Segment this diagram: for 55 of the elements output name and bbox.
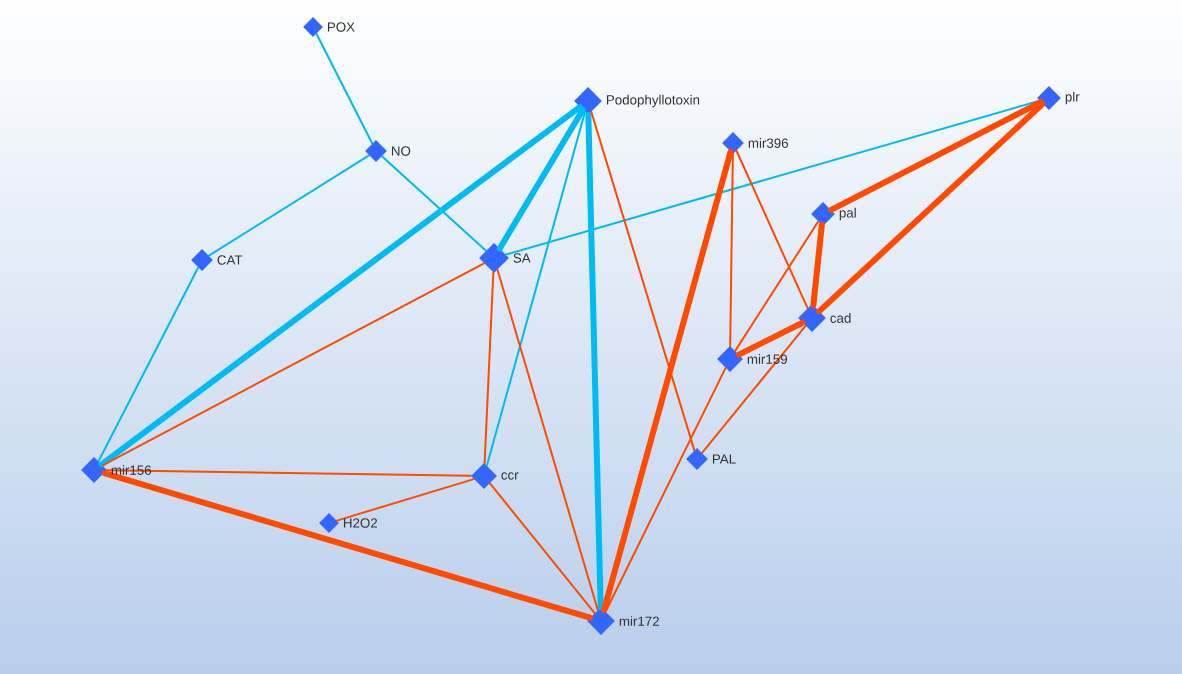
node-label: H2O2 <box>343 518 378 528</box>
network-edge <box>604 366 727 613</box>
node-label: PAL <box>712 454 736 464</box>
network-node <box>471 463 497 489</box>
network-node <box>365 140 387 162</box>
node-label: Podophyllotoxin <box>606 94 700 108</box>
network-node <box>717 346 743 372</box>
network-edge <box>601 148 734 613</box>
network-edge <box>590 110 696 452</box>
node-label: NO <box>391 146 411 156</box>
network-edge <box>828 99 1044 213</box>
network-edge <box>485 111 586 467</box>
network-edge <box>207 154 371 257</box>
node-label: ccr <box>501 472 519 480</box>
network-edge <box>735 149 809 310</box>
network-edge <box>106 469 472 477</box>
network-node <box>686 448 708 470</box>
node-label: plr <box>1065 91 1080 105</box>
network-edge <box>101 262 486 467</box>
network-edge <box>734 220 820 352</box>
network-edge <box>335 478 475 522</box>
node-label: mir396 <box>748 138 789 148</box>
network-edge <box>816 100 1046 315</box>
network-edge <box>585 111 604 611</box>
network-node <box>811 202 835 226</box>
network-node <box>798 304 826 332</box>
node-label: POX <box>327 22 355 32</box>
network-edge <box>483 271 495 465</box>
network-edge <box>315 32 374 145</box>
network-edge <box>496 106 586 252</box>
network-edge <box>98 104 583 468</box>
network-node <box>191 249 213 271</box>
network-node <box>303 17 323 37</box>
network-edge <box>101 470 593 621</box>
network-node <box>81 457 107 483</box>
network-node <box>319 513 339 533</box>
network-edge <box>504 99 1041 256</box>
network-node <box>722 132 744 154</box>
network-node <box>587 607 615 635</box>
network-node <box>479 243 509 273</box>
node-label: pal <box>839 207 856 221</box>
network-edge <box>488 482 596 615</box>
network-edge <box>735 319 806 358</box>
network-node <box>574 87 602 115</box>
network-edge <box>701 324 807 454</box>
network-edge <box>496 268 599 611</box>
node-label: CAT <box>217 255 243 265</box>
network-edge <box>380 155 487 252</box>
network-node <box>1037 86 1061 110</box>
node-label: cad <box>830 313 851 323</box>
node-label: mir172 <box>619 616 659 626</box>
network-edge <box>810 222 825 309</box>
network-edge <box>729 153 734 347</box>
network-edge <box>97 266 200 463</box>
node-label: SA <box>513 253 531 263</box>
